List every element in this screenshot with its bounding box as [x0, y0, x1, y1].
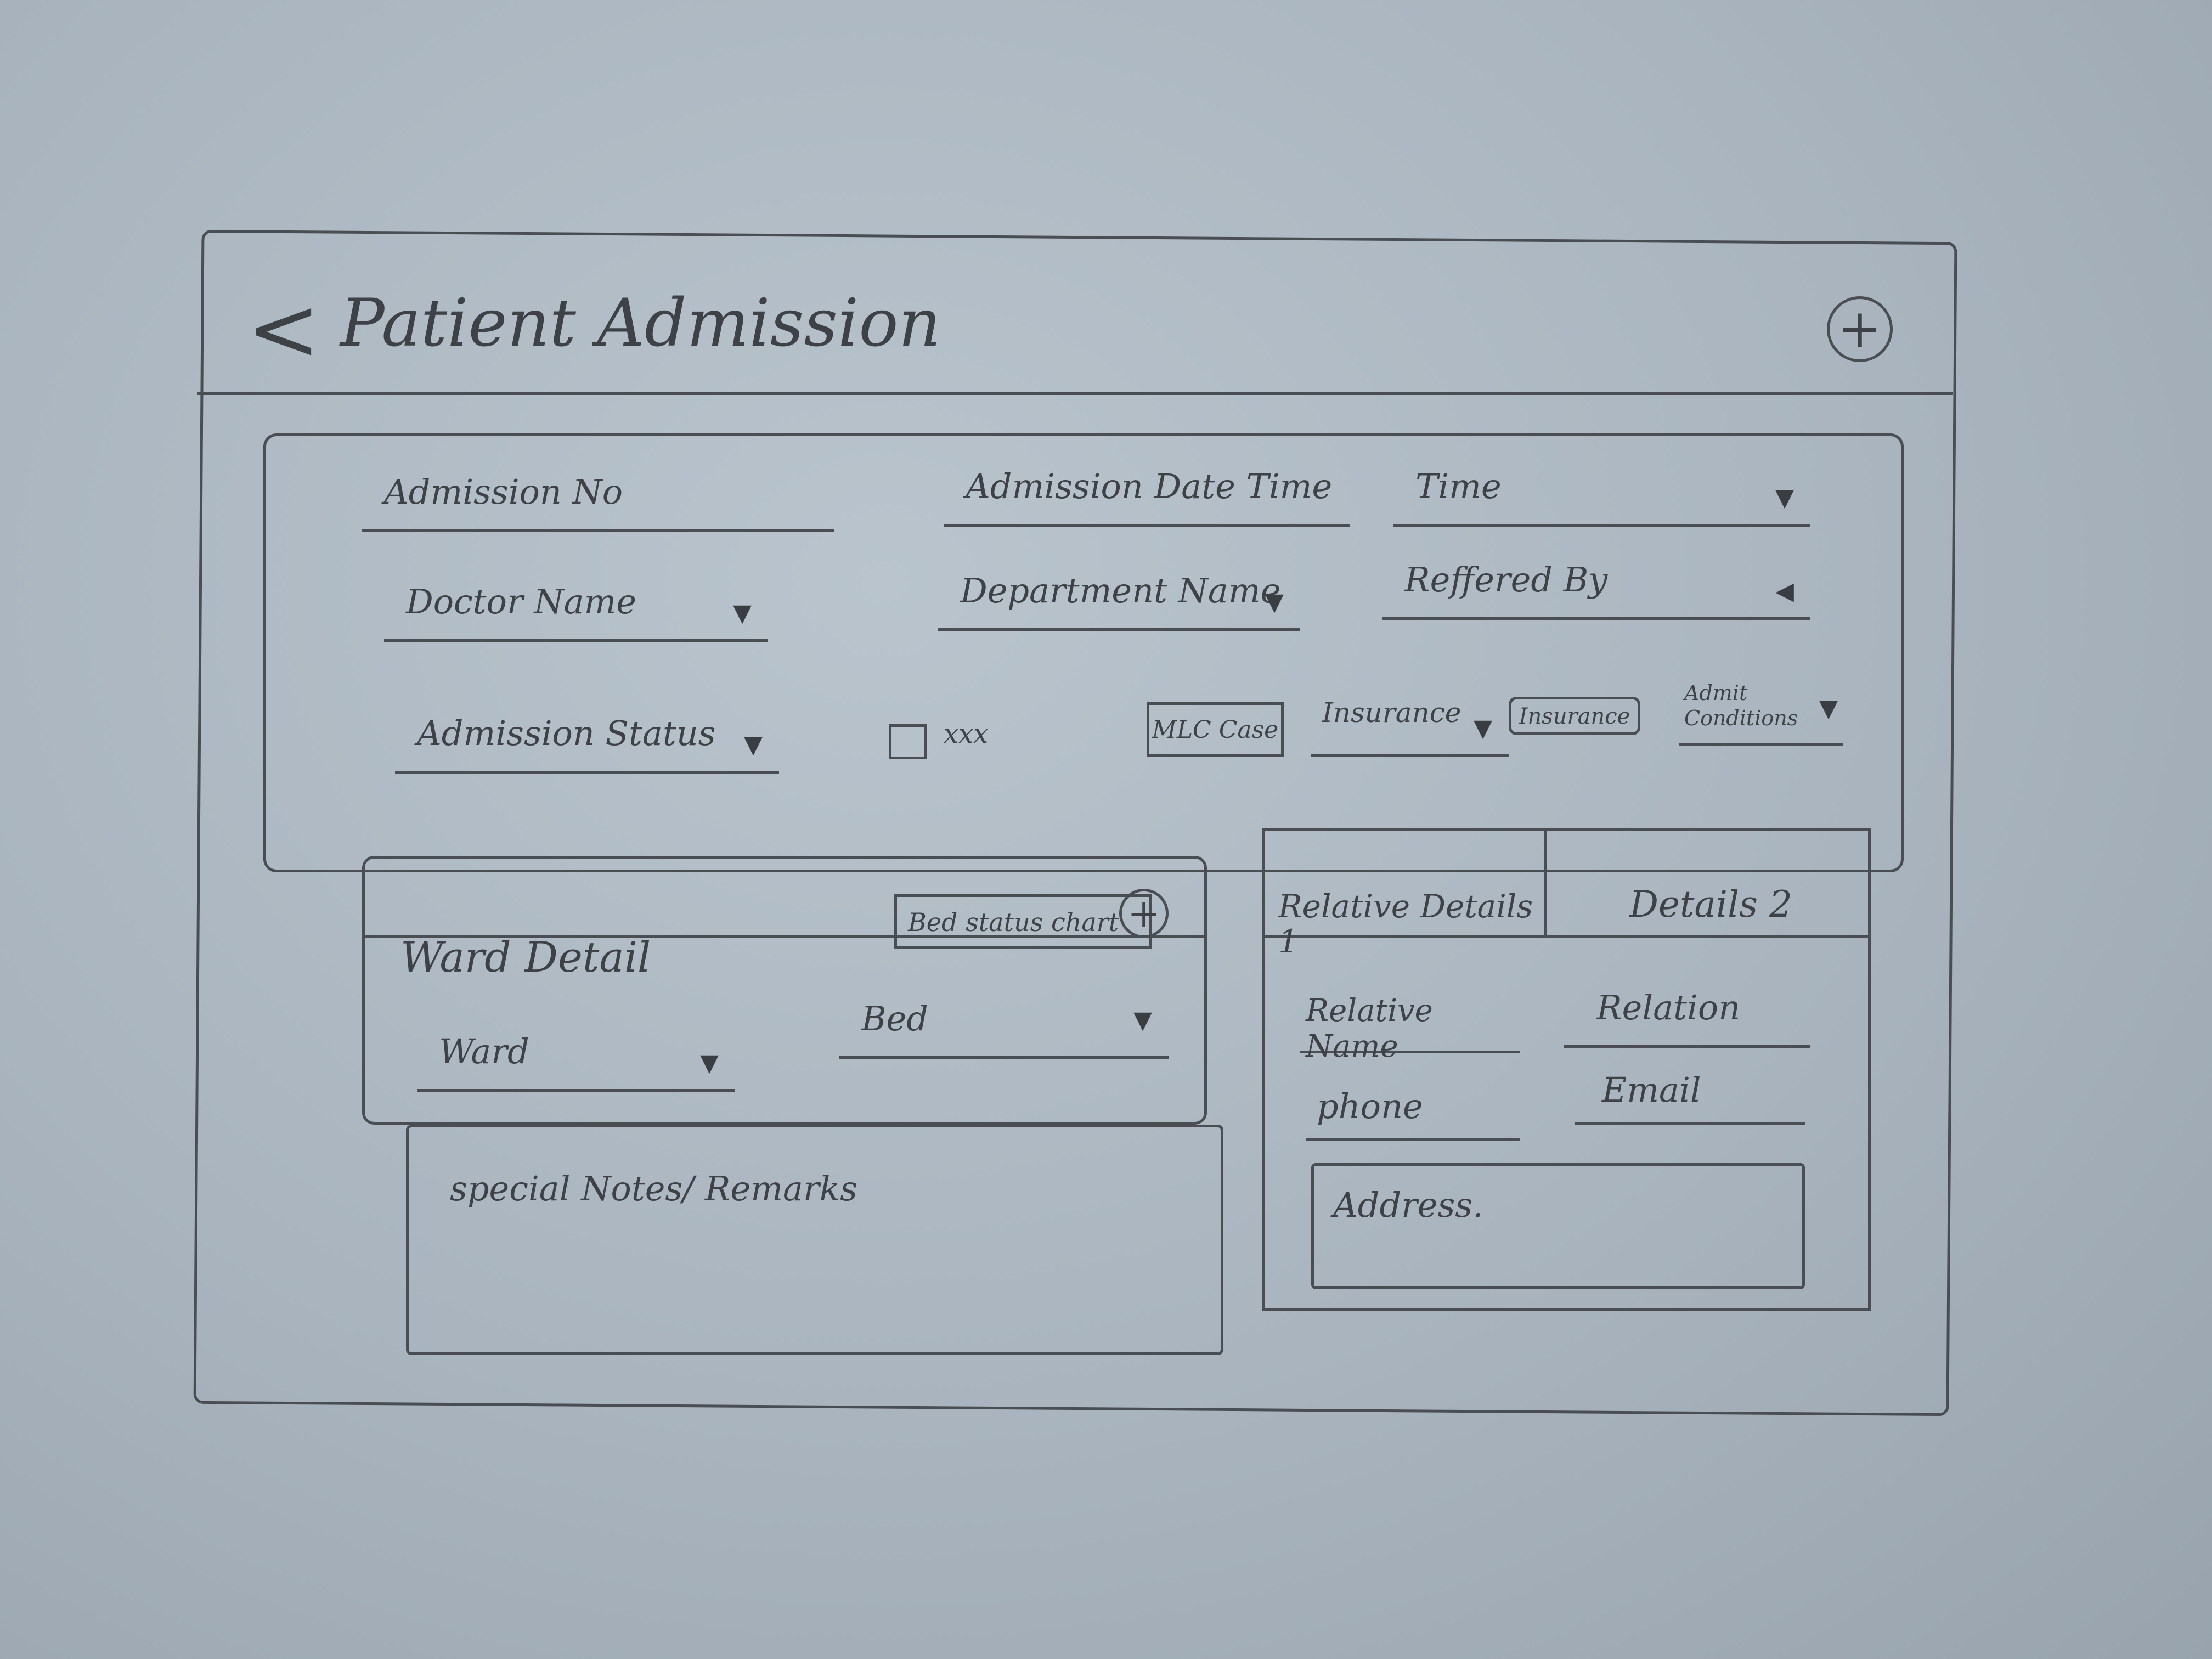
relative-name-field[interactable]: Relative Name — [1300, 993, 1520, 1064]
checkbox-label: xxx — [944, 719, 989, 749]
bed-select[interactable]: Bed ▼ — [839, 998, 1169, 1059]
dropdown-icon: ▼ — [1474, 714, 1492, 742]
email-field[interactable]: Email — [1575, 1070, 1805, 1125]
dropdown-icon: ▼ — [1819, 695, 1838, 723]
dropdown-icon: ▼ — [1133, 1006, 1152, 1034]
phone-label: phone — [1317, 1086, 1423, 1126]
email-label: Email — [1602, 1070, 1701, 1110]
special-notes-placeholder: special Notes/ Remarks — [450, 1169, 858, 1209]
admit-conditions-select[interactable]: Admit Conditions ▼ — [1679, 680, 1843, 746]
admission-date-time-label: Admission Date Time — [966, 466, 1333, 506]
time-label: Time — [1415, 466, 1502, 506]
admission-status-select[interactable]: Admission Status ▼ — [395, 713, 779, 774]
address-textarea[interactable] — [1311, 1163, 1805, 1289]
time-select[interactable]: Time ▼ — [1393, 466, 1810, 527]
department-name-select[interactable]: Department Name ▼ — [938, 571, 1300, 631]
ward-panel-header — [362, 856, 1207, 938]
phone-field[interactable]: phone — [1306, 1086, 1520, 1141]
ward-panel — [362, 856, 1207, 1125]
relation-label: Relation — [1596, 988, 1741, 1028]
ward-detail-title: Ward Detail — [400, 933, 651, 981]
tab-details-2[interactable]: Details 2 — [1629, 883, 1792, 926]
dropdown-icon: ▼ — [733, 599, 752, 627]
dropdown-icon: ▼ — [744, 731, 763, 759]
department-name-label: Department Name — [960, 571, 1281, 611]
insurance-button[interactable]: Insurance — [1509, 697, 1640, 735]
relation-field[interactable]: Relation — [1564, 988, 1810, 1048]
bed-label: Bed — [861, 998, 928, 1039]
checkbox[interactable] — [889, 724, 927, 759]
address-placeholder: Address. — [1333, 1185, 1483, 1225]
ward-label: Ward — [439, 1031, 529, 1071]
insurance-select[interactable]: Insurance ▼ — [1311, 697, 1509, 757]
relative-name-label: Relative Name — [1306, 993, 1433, 1064]
app-header — [198, 236, 1953, 395]
dropdown-icon: ◀ — [1775, 577, 1794, 605]
admission-no-field[interactable]: Admission No — [362, 472, 834, 532]
tab-relative-details-1[interactable]: Relative Details 1 — [1262, 828, 1547, 959]
add-icon[interactable]: + — [1119, 889, 1169, 938]
admission-status-label: Admission Status — [417, 713, 716, 753]
ward-select[interactable]: Ward ▼ — [417, 1031, 735, 1092]
admit-conditions-label: Admit Conditions — [1684, 681, 1798, 730]
admission-date-time-field[interactable]: Admission Date Time — [944, 466, 1350, 527]
relative-panel — [1262, 828, 1871, 1311]
relative-tabs — [1262, 828, 1871, 938]
dropdown-icon: ▼ — [1775, 484, 1794, 512]
admission-panel — [263, 433, 1904, 872]
insurance-label: Insurance — [1322, 697, 1462, 729]
admission-no-label: Admission No — [384, 472, 623, 512]
doctor-name-label: Doctor Name — [406, 582, 637, 622]
mlc-case-button[interactable]: MLC Case — [1147, 702, 1284, 757]
special-notes-textarea[interactable] — [406, 1125, 1223, 1355]
referred-by-label: Reffered By — [1404, 560, 1608, 600]
dropdown-icon: ▼ — [1265, 588, 1284, 616]
doctor-name-select[interactable]: Doctor Name ▼ — [384, 582, 768, 642]
back-icon[interactable]: < — [247, 278, 321, 380]
add-icon[interactable]: + — [1827, 296, 1893, 362]
dropdown-icon: ▼ — [700, 1049, 719, 1077]
page-title: Patient Admission — [340, 285, 941, 362]
referred-by-select[interactable]: Reffered By ◀ — [1383, 560, 1810, 620]
bed-status-chart-button[interactable]: Bed status chart — [894, 894, 1152, 949]
